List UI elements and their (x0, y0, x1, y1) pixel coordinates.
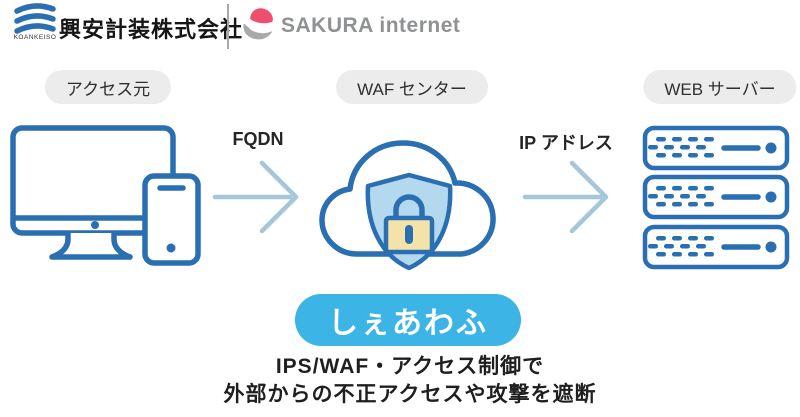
arrow-ip-address-icon (522, 160, 609, 234)
caption-line-1: IPS/WAF・アクセス制御で (275, 355, 545, 378)
server-stack-icon (642, 125, 790, 270)
company-name: 興安計装株式会社 (59, 17, 244, 42)
sakura-brand-name: SAKURA internet (281, 14, 461, 37)
cloud-shield-lock-icon (319, 140, 496, 271)
server-unit (642, 174, 790, 220)
server-unit (642, 125, 790, 171)
service-name-badge: しぇあわふ (295, 294, 521, 346)
koankeiso-logo-caption: KOANKEISO (13, 34, 57, 41)
fqdn-label: FQDN (232, 129, 284, 149)
arrow-fqdn-icon (212, 160, 299, 234)
logo-divider (227, 4, 229, 49)
caption-line-2: 外部からの不正アクセスや攻撃を遮断 (223, 383, 597, 406)
ip-address-label: IP アドレス (519, 133, 613, 153)
koankeiso-logo-icon (14, 3, 56, 34)
label-web-server: WEB サーバー (643, 70, 797, 104)
sakura-logo-icon (243, 8, 273, 40)
server-unit (642, 224, 790, 270)
label-access-source: アクセス元 (44, 70, 172, 104)
desktop-and-smartphone-icon (10, 125, 201, 266)
label-waf-center: WAF センター (336, 70, 488, 104)
